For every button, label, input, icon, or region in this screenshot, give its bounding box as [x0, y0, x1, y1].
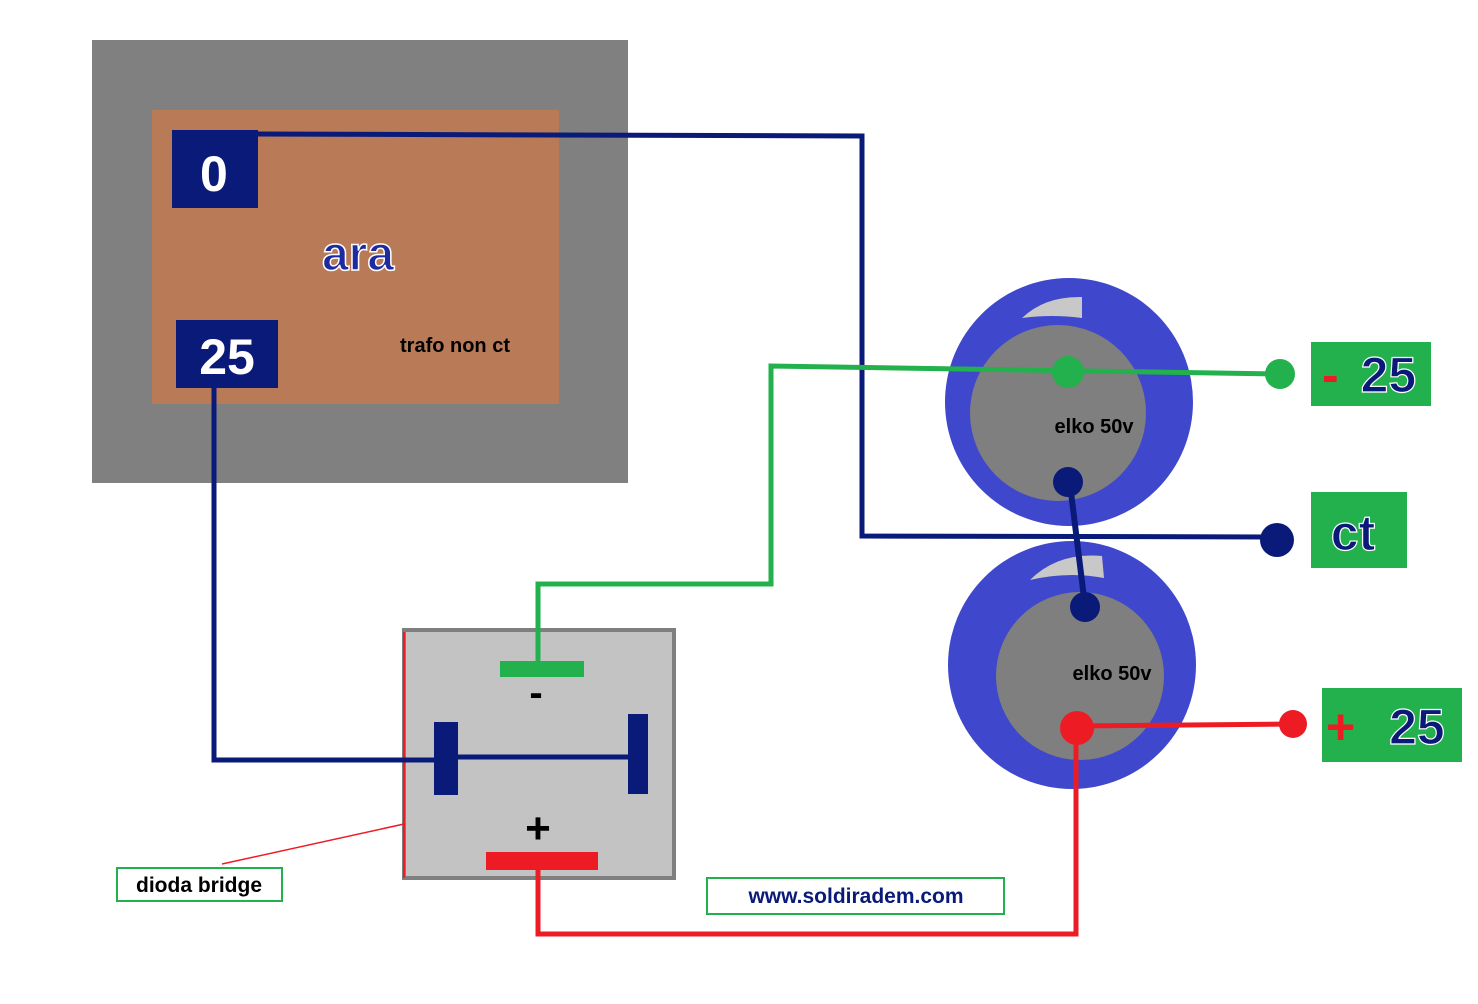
output-positive-terminal: + 25 — [1322, 688, 1462, 762]
output-negative-box — [1311, 342, 1431, 406]
wire-positive — [535, 721, 1295, 937]
bridge-minus-terminal — [500, 661, 584, 677]
transformer: 0 25 ara trafo non ct — [92, 40, 628, 483]
capacitor-upper-label: elko 50v — [1055, 416, 1135, 438]
capacitor-lower-shade — [996, 592, 1164, 760]
output-ct-text: ct — [1331, 505, 1376, 561]
bridge-caption-leader — [221, 823, 405, 865]
website-box — [706, 877, 1005, 915]
transformer-type-label: trafo non ct — [400, 335, 510, 357]
output-positive-sign: + — [1326, 699, 1355, 755]
bridge-minus-symbol: - — [529, 671, 542, 715]
output-negative-text: - 25 — [1322, 347, 1416, 403]
output-ct-terminal: ct — [1311, 492, 1407, 568]
dot-upper-cap-bottom — [1053, 467, 1083, 497]
bridge-ac-right-terminal — [628, 714, 648, 794]
output-ct-box — [1311, 492, 1407, 568]
dot-upper-cap-negative — [1052, 356, 1084, 388]
dot-output-ct — [1260, 523, 1294, 557]
wire-25-to-bridge — [211, 388, 440, 763]
wire-capacitor-series — [1067, 483, 1088, 607]
transformer-brand: ara — [322, 228, 394, 281]
wire-negative — [535, 363, 1281, 661]
output-positive-text: + 25 — [1326, 699, 1445, 755]
connection-dots — [1052, 356, 1307, 745]
dot-output-positive — [1279, 710, 1307, 738]
capacitor-lower-highlight — [1030, 555, 1104, 580]
capacitor-lower-label: elko 50v — [1073, 663, 1153, 685]
output-positive-box — [1322, 688, 1462, 762]
tap-25-label: 25 — [199, 329, 255, 385]
wires — [211, 131, 1295, 937]
tap-25-box — [176, 320, 278, 388]
bridge-caption-text: dioda bridge — [136, 874, 262, 897]
dot-lower-cap-top — [1070, 592, 1100, 622]
tap-0-label: 0 — [200, 146, 228, 202]
dot-lower-cap-positive — [1060, 711, 1094, 745]
wire-0-to-ct — [257, 131, 1277, 540]
output-positive-value: 25 — [1389, 699, 1445, 755]
website-caption: www.soldiradem.com — [706, 877, 1005, 915]
dot-output-negative — [1265, 359, 1295, 389]
website-text: www.soldiradem.com — [747, 885, 963, 908]
bridge-caption: dioda bridge — [116, 823, 405, 902]
capacitor-upper-highlight — [1022, 296, 1082, 318]
bridge-plus-symbol: + — [525, 804, 551, 853]
bridge-plus-terminal — [486, 852, 598, 870]
diode-bridge: - + — [402, 628, 676, 880]
output-negative-terminal: - 25 — [1311, 342, 1431, 406]
bridge-caption-box — [116, 867, 283, 902]
tap-0-box — [172, 130, 258, 208]
capacitor-lower: elko 50v — [948, 541, 1196, 789]
output-negative-sign: - — [1322, 347, 1339, 403]
output-negative-value: 25 — [1361, 347, 1417, 403]
